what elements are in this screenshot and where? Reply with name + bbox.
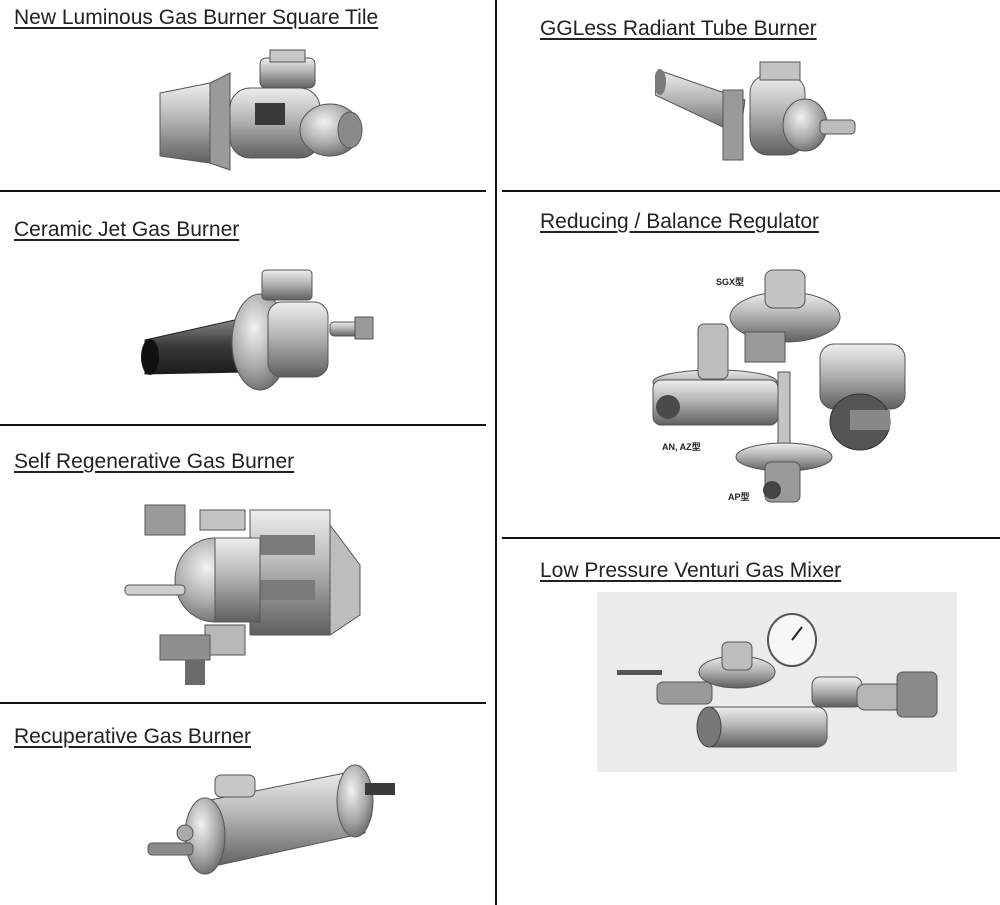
- regulator-label-an-az: AN, AZ型: [662, 442, 701, 452]
- regulator-label-ap: AP型: [728, 492, 750, 502]
- ceramic-jet-burner-image: [140, 262, 380, 392]
- product-title-ceramic-jet[interactable]: Ceramic Jet Gas Burner: [14, 218, 240, 241]
- self-regenerative-burner-image: [120, 495, 365, 690]
- product-title-radiant-tube[interactable]: GGLess Radiant Tube Burner: [540, 17, 817, 40]
- product-title-self-regenerative[interactable]: Self Regenerative Gas Burner: [14, 450, 295, 473]
- product-title-venturi-mixer[interactable]: Low Pressure Venturi Gas Mixer: [540, 559, 842, 582]
- row-divider: [502, 537, 1000, 539]
- regulator-group-image: [650, 262, 915, 517]
- product-title-regulator[interactable]: Reducing / Balance Regulator: [540, 210, 820, 233]
- row-divider: [0, 190, 486, 192]
- luminous-tile-burner-image: [155, 48, 370, 178]
- row-divider: [0, 702, 486, 704]
- recuperative-burner-image: [140, 763, 395, 893]
- regulator-label-sgx: SGX型: [716, 277, 745, 287]
- column-divider: [495, 0, 497, 905]
- venturi-mixer-image: [597, 592, 957, 772]
- product-title-luminous-tile[interactable]: New Luminous Gas Burner Square Tile: [14, 6, 379, 29]
- row-divider: [502, 190, 1000, 192]
- product-title-recuperative[interactable]: Recuperative Gas Burner: [14, 725, 251, 748]
- radiant-tube-burner-image: [655, 60, 860, 170]
- row-divider: [0, 424, 486, 426]
